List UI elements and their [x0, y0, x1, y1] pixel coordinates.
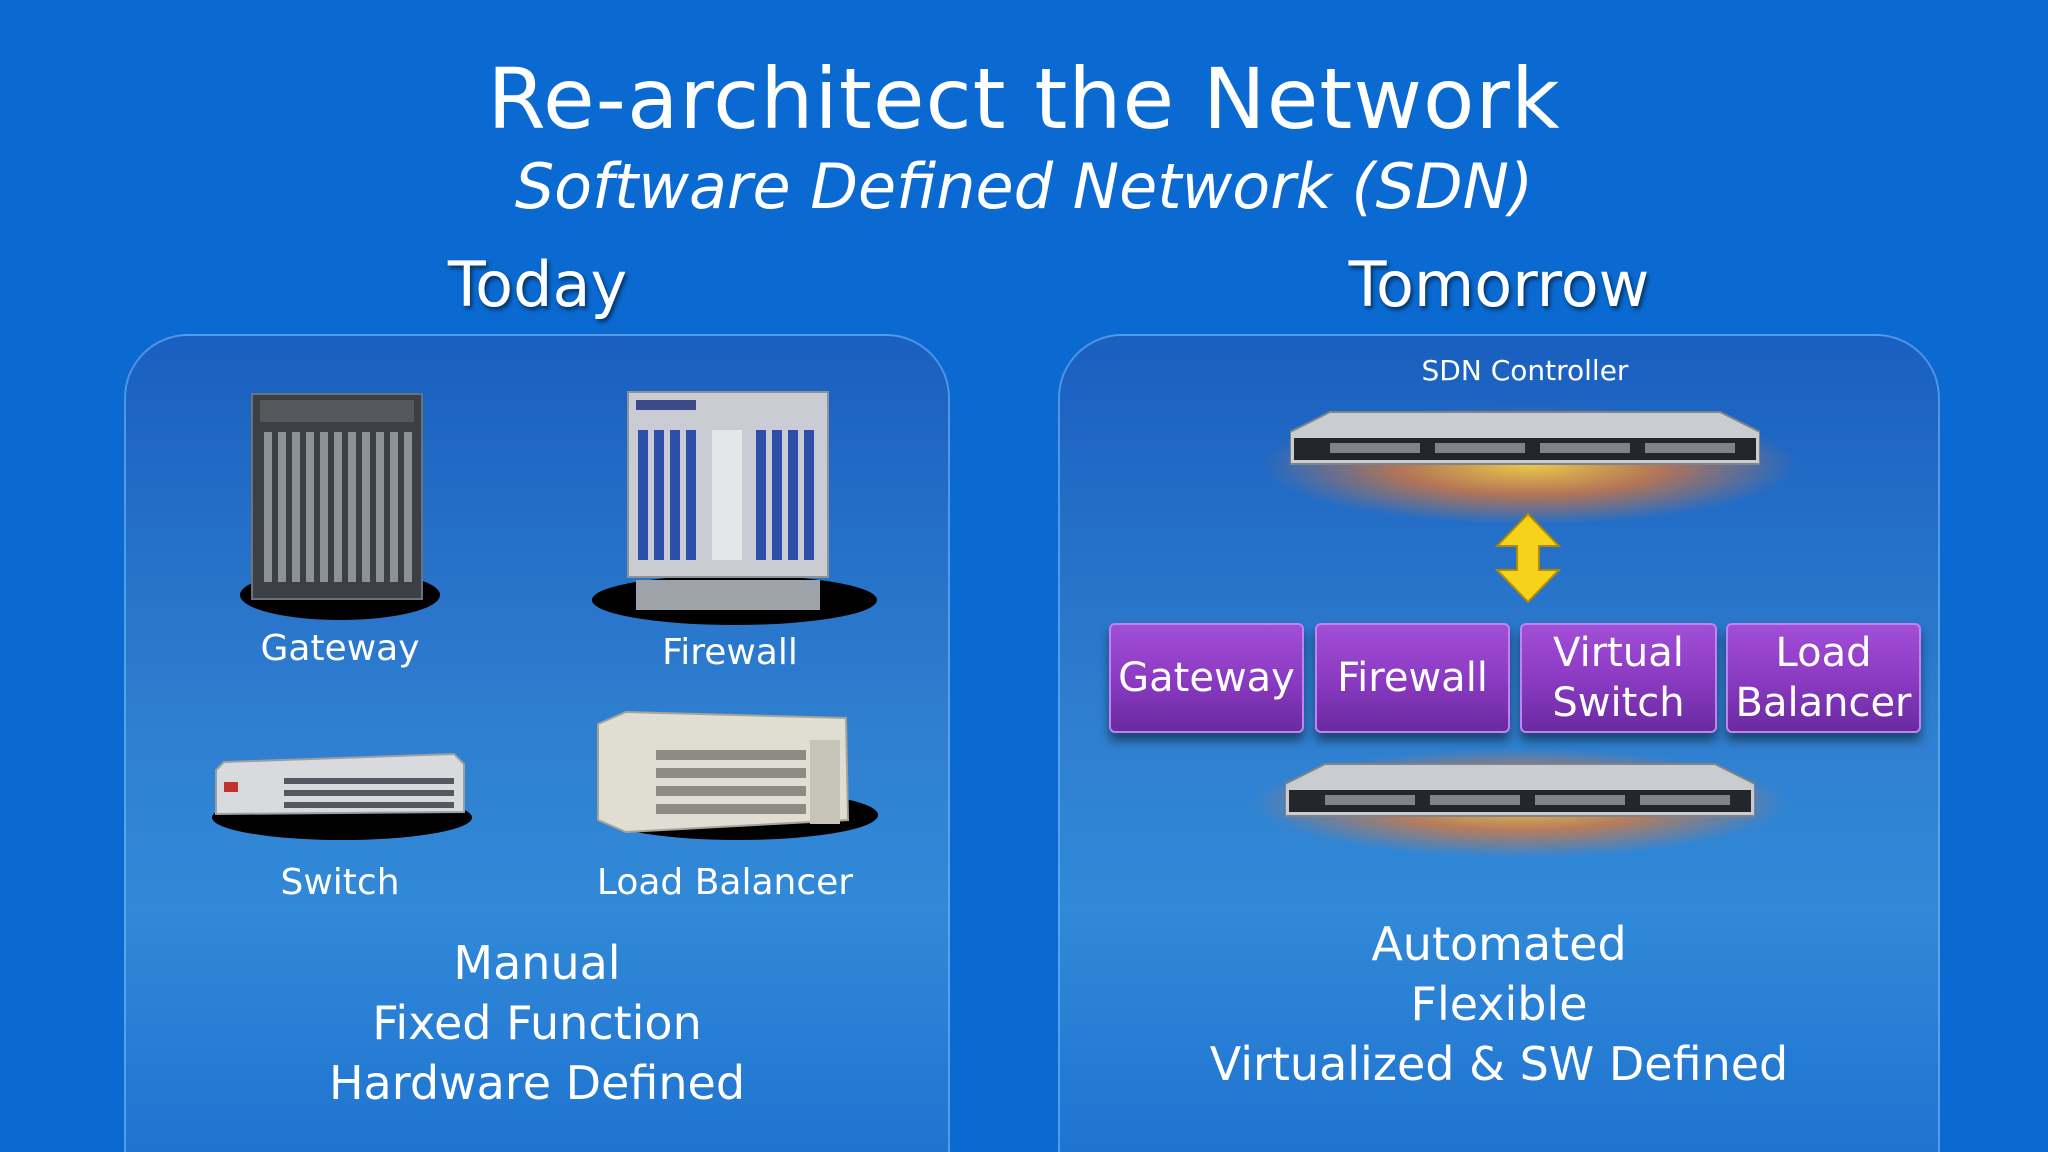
- vnf-label: Firewall: [1337, 655, 1488, 701]
- tomorrow-heading: Tomorrow: [1348, 248, 1650, 321]
- host-server-icon: [1285, 763, 1755, 817]
- tomorrow-summary-line: Automated: [1371, 917, 1627, 971]
- today-summary: Manual Fixed Function Hardware Defined: [124, 933, 950, 1113]
- today-summary-line: Manual: [453, 936, 621, 990]
- today-summary-line: Hardware Defined: [328, 1056, 746, 1110]
- vnf-load-balancer-box: Load Balancer: [1726, 623, 1921, 733]
- gateway-device-icon: [251, 393, 423, 600]
- device-label-switch: Switch: [280, 862, 400, 903]
- today-heading: Today: [447, 248, 628, 321]
- today-summary-line: Fixed Function: [372, 996, 702, 1050]
- sdn-controller-server-icon: [1290, 411, 1760, 465]
- load-balancer-device-icon: [597, 710, 850, 834]
- vnf-gateway-box: Gateway: [1109, 623, 1304, 733]
- slide-title: Re-architect the Network: [487, 50, 1561, 148]
- vnf-label: Load Balancer: [1735, 630, 1912, 726]
- firewall-device-icon: [627, 391, 829, 610]
- vnf-virtual-switch-box: Virtual Switch: [1520, 623, 1717, 733]
- device-label-load-balancer: Load Balancer: [596, 862, 854, 903]
- vnf-firewall-box: Firewall: [1315, 623, 1510, 733]
- tomorrow-summary-line: Virtualized & SW Defined: [1209, 1037, 1789, 1091]
- device-label-firewall: Firewall: [662, 632, 798, 673]
- tomorrow-summary: Automated Flexible Virtualized & SW Defi…: [1058, 914, 1940, 1094]
- bidirectional-arrow-icon: [1495, 512, 1561, 604]
- tomorrow-summary-line: Flexible: [1410, 977, 1588, 1031]
- switch-device-icon: [215, 752, 465, 816]
- sdn-controller-label: SDN Controller: [1421, 354, 1629, 387]
- vnf-label: Gateway: [1118, 655, 1295, 701]
- vnf-label: Virtual Switch: [1552, 630, 1685, 726]
- device-label-gateway: Gateway: [260, 628, 420, 669]
- slide-subtitle: Software Defined Network (SDN): [514, 150, 1534, 223]
